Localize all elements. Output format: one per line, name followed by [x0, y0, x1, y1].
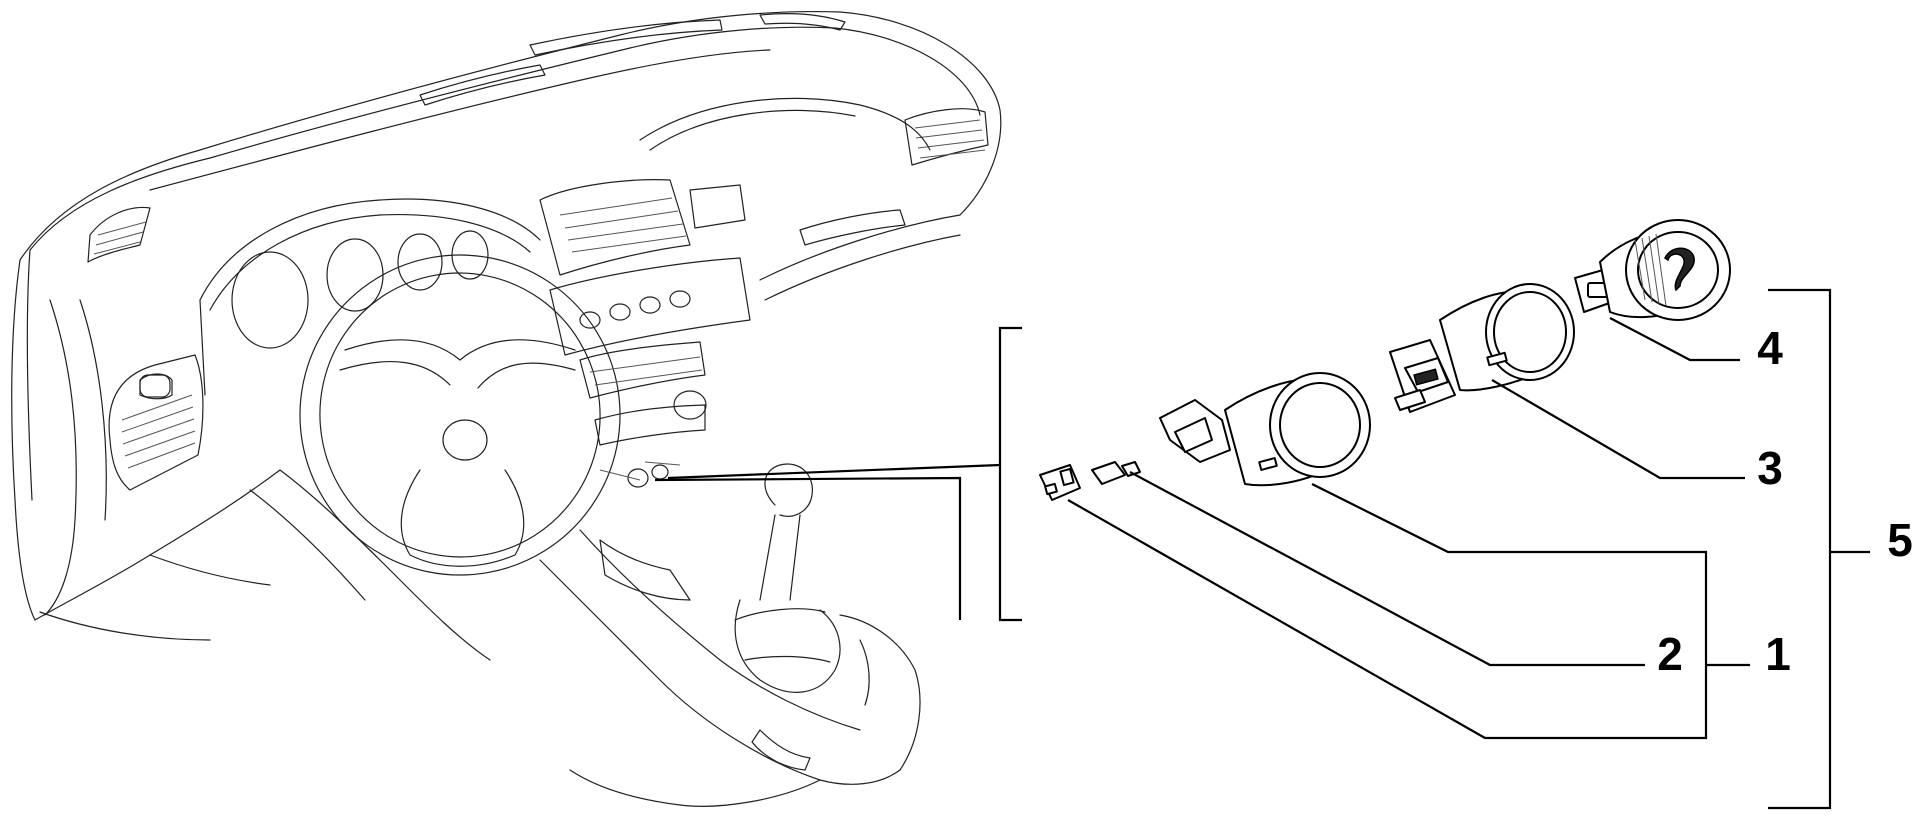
part-4-lighter-plug — [1574, 219, 1731, 321]
callout-5: 5 — [1887, 514, 1913, 566]
part-2-bulb — [1091, 461, 1141, 485]
leader-lines — [1067, 288, 1870, 810]
dashboard-illustration — [11, 10, 1002, 807]
callout-4: 4 — [1757, 322, 1783, 374]
part-1-socket-housing — [1159, 372, 1371, 487]
callout-1: 1 — [1765, 628, 1791, 680]
callout-2: 2 — [1657, 628, 1683, 680]
location-bracket — [654, 326, 1022, 622]
part-3-lighter-socket — [1389, 283, 1575, 413]
callout-labels: 4 3 2 1 5 — [1657, 322, 1913, 680]
part-2-bulb-holder — [1039, 464, 1081, 501]
callout-3: 3 — [1757, 442, 1783, 494]
